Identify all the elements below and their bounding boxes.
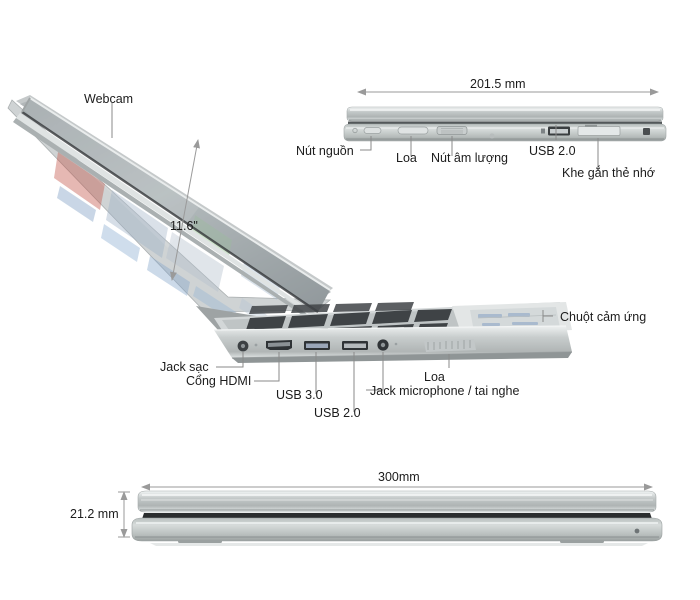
open-laptop-leader-lines [111, 103, 553, 412]
dimension-height-212: 21.2 mm [70, 507, 119, 521]
closed-laptop-graphic [131, 490, 663, 546]
callout-speaker-side: Loa [424, 370, 445, 384]
port-glyphs [237, 339, 476, 352]
screen-size-label: 11.6" [170, 219, 198, 233]
dimension-width-201: 201.5 mm [470, 77, 526, 91]
callout-volume-button: Nút âm lượng [431, 151, 509, 165]
callout-power-button: Nút nguồn [296, 144, 354, 158]
callout-card-slot: Khe gắn thẻ nhớ [562, 166, 655, 180]
top-edge-leader-lines [360, 125, 599, 170]
top-edge-graphic [343, 106, 667, 142]
callout-hdmi-port: Cổng HDMI [186, 374, 252, 388]
callout-usb-20-top: USB 2.0 [529, 144, 576, 158]
callout-mic-headphone-jack: Jack microphone / tai nghe [370, 384, 520, 398]
callout-speaker-top: Loa [396, 151, 417, 165]
callout-usb-30: USB 3.0 [276, 388, 323, 402]
callout-charging-jack: Jack sạc [160, 360, 209, 374]
closed-laptop-dimensions [118, 483, 653, 538]
callout-usb-20-side: USB 2.0 [314, 406, 361, 420]
dimension-width-300: 300mm [378, 470, 420, 484]
callout-touchpad: Chuột cảm ứng [560, 310, 647, 324]
open-laptop-graphic [7, 95, 573, 363]
callout-webcam: Webcam [84, 92, 134, 106]
